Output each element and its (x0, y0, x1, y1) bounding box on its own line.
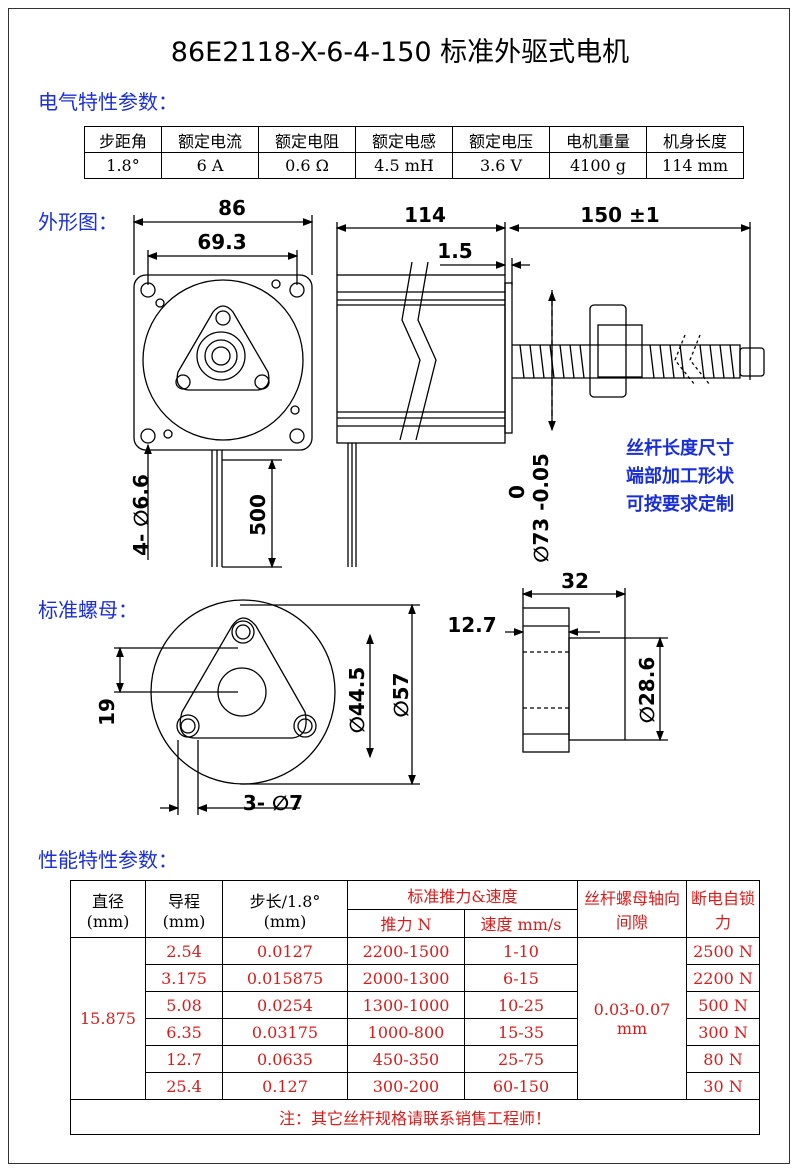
perf-force: 1300-1000 (347, 991, 465, 1019)
spec-value: 4100 g (549, 152, 647, 179)
spec-header: 额定电压 (452, 126, 550, 153)
perf-header: 丝杆螺母轴向间隙 (577, 880, 687, 938)
perf-header: 步长/1.8°(mm) (222, 880, 348, 938)
table-row: 15.875 2.54 0.0127 2200-1500 1-10 0.03-0… (70, 937, 760, 1100)
electrical-spec-table: 步距角 额定电流 额定电阻 额定电感 额定电压 电机重量 机身长度 1.8° 6… (84, 126, 744, 179)
spec-value: 1.8° (84, 152, 162, 179)
perf-speed: 6-15 (464, 964, 578, 992)
table-footer-row: 注：其它丝杆规格请联系销售工程师！ (70, 1099, 760, 1135)
perf-header-label: 直径 (91, 891, 124, 911)
table-row: 12.7 0.0635 450-350 25-75 80 N (71, 1045, 760, 1073)
perf-step: 0.015875 (222, 964, 348, 992)
perf-speed: 15-35 (464, 1018, 578, 1046)
perf-lead: 6.35 (145, 1018, 223, 1046)
dim-28-6: ∅28.6 (635, 657, 659, 723)
dim-32: 32 (561, 569, 589, 593)
perf-lead: 5.08 (145, 991, 223, 1019)
perf-lock: 500 N (686, 991, 760, 1019)
section-performance: 性能特性参数： (38, 848, 178, 872)
perf-header: 断电自锁力 (686, 880, 760, 938)
spec-header: 步距角 (84, 126, 162, 153)
spec-value: 3.6 V (452, 152, 550, 179)
perf-header: 推力 N (347, 908, 465, 938)
dim-3-7: 3- ∅7 (243, 791, 303, 815)
dim-69: 69.3 (197, 230, 246, 254)
perf-lock: 80 N (686, 1045, 760, 1073)
spec-value: 4.5 mH (355, 152, 453, 179)
custom-note-line: 端部加工形状 (626, 466, 734, 487)
perf-header-unit: (mm) (162, 911, 206, 931)
perf-lead: 3.175 (145, 964, 223, 992)
dim-19: 19 (95, 698, 119, 726)
perf-lock: 300 N (686, 1018, 760, 1046)
perf-force: 2000-1300 (347, 964, 465, 992)
perf-header-label: 导程 (167, 891, 200, 911)
dim-114: 114 (404, 203, 446, 227)
section-outline: 外形图： (38, 210, 118, 234)
spec-header: 机身长度 (646, 126, 744, 153)
motor-front-view (133, 274, 313, 567)
dim-73-tol: 0 (505, 485, 529, 499)
custom-note-line: 丝杆长度尺寸 (626, 438, 734, 459)
dim-44-5: ∅44.5 (345, 667, 369, 733)
perf-lead: 2.54 (145, 937, 223, 965)
section-nut: 标准螺母： (38, 598, 138, 622)
spec-value: 114 mm (646, 152, 744, 179)
perf-step: 0.127 (222, 1072, 348, 1100)
perf-force: 2200-1500 (347, 937, 465, 965)
perf-header: 导程(mm) (145, 880, 223, 938)
perf-force: 300-200 (347, 1072, 465, 1100)
perf-lock: 2200 N (686, 964, 760, 992)
page-frame (8, 8, 790, 1164)
perf-header: 标准推力&速度 (347, 880, 578, 910)
dim-hole: 4- ∅6.6 (129, 474, 153, 556)
dim-57: ∅57 (389, 673, 413, 718)
section-electrical: 电气特性参数： (38, 90, 178, 114)
custom-note: 丝杆长度尺寸 端部加工形状 可按要求定制 (580, 435, 780, 519)
page-title: 86E2118-X-6-4-150 标准外驱式电机 (170, 37, 630, 68)
perf-diameter: 15.875 (70, 937, 146, 1100)
perf-step: 0.0254 (222, 991, 348, 1019)
technical-drawing: 86 69.3 114 150 ±1 1.5 500 4- ∅6.6 0 ∅73… (95, 196, 765, 815)
dim-500: 500 (246, 494, 270, 536)
dim-12-7: 12.7 (447, 613, 496, 637)
nut-side-view (522, 607, 626, 753)
perf-step: 0.0127 (222, 937, 348, 965)
perf-force: 1000-800 (347, 1018, 465, 1046)
dim-73: ∅73 -0.05 (529, 453, 553, 563)
perf-header: 直径(mm) (70, 880, 146, 938)
perf-speed: 25-75 (464, 1045, 578, 1073)
perf-step: 0.0635 (222, 1045, 348, 1073)
perf-speed: 10-25 (464, 991, 578, 1019)
custom-note-line: 可按要求定制 (626, 494, 734, 515)
perf-header-unit: (mm) (86, 911, 130, 931)
dim-1-5: 1.5 (437, 239, 472, 263)
spec-value: 6 A (161, 152, 259, 179)
perf-backlash-unit: mm (616, 1018, 648, 1038)
dim-150: 150 ±1 (580, 203, 659, 227)
perf-lead: 12.7 (145, 1045, 223, 1073)
perf-header: 速度 mm/s (464, 908, 578, 938)
spec-value: 0.6 Ω (258, 152, 356, 179)
spec-header-row: 步距角 额定电流 额定电阻 额定电感 额定电压 电机重量 机身长度 (84, 126, 744, 153)
spec-value-row: 1.8° 6 A 0.6 Ω 4.5 mH 3.6 V 4100 g 114 m… (84, 152, 744, 179)
perf-force: 450-350 (347, 1045, 465, 1073)
perf-backlash-value: 0.03-0.07 (593, 999, 671, 1019)
perf-footer-note: 注：其它丝杆规格请联系销售工程师！ (70, 1099, 760, 1135)
table-row: 5.08 0.0254 1300-1000 10-25 500 N (71, 991, 760, 1019)
perf-lead: 25.4 (145, 1072, 223, 1100)
perf-lock: 30 N (686, 1072, 760, 1100)
lead-screw (512, 304, 765, 398)
dim-86: 86 (218, 196, 246, 220)
perf-speed: 60-150 (464, 1072, 578, 1100)
perf-step: 0.03175 (222, 1018, 348, 1046)
motor-side-view (336, 261, 553, 567)
table-row: 6.35 0.03175 1000-800 15-35 300 N (71, 1018, 760, 1046)
perf-speed: 1-10 (464, 937, 578, 965)
perf-header-unit: (mm) (263, 911, 307, 931)
performance-table: 直径(mm) 导程(mm) 步长/1.8°(mm) 标准推力&速度 丝杆螺母轴向… (70, 880, 760, 1135)
perf-lock: 2500 N (686, 937, 760, 965)
perf-header-label: 步长/1.8° (249, 891, 321, 911)
